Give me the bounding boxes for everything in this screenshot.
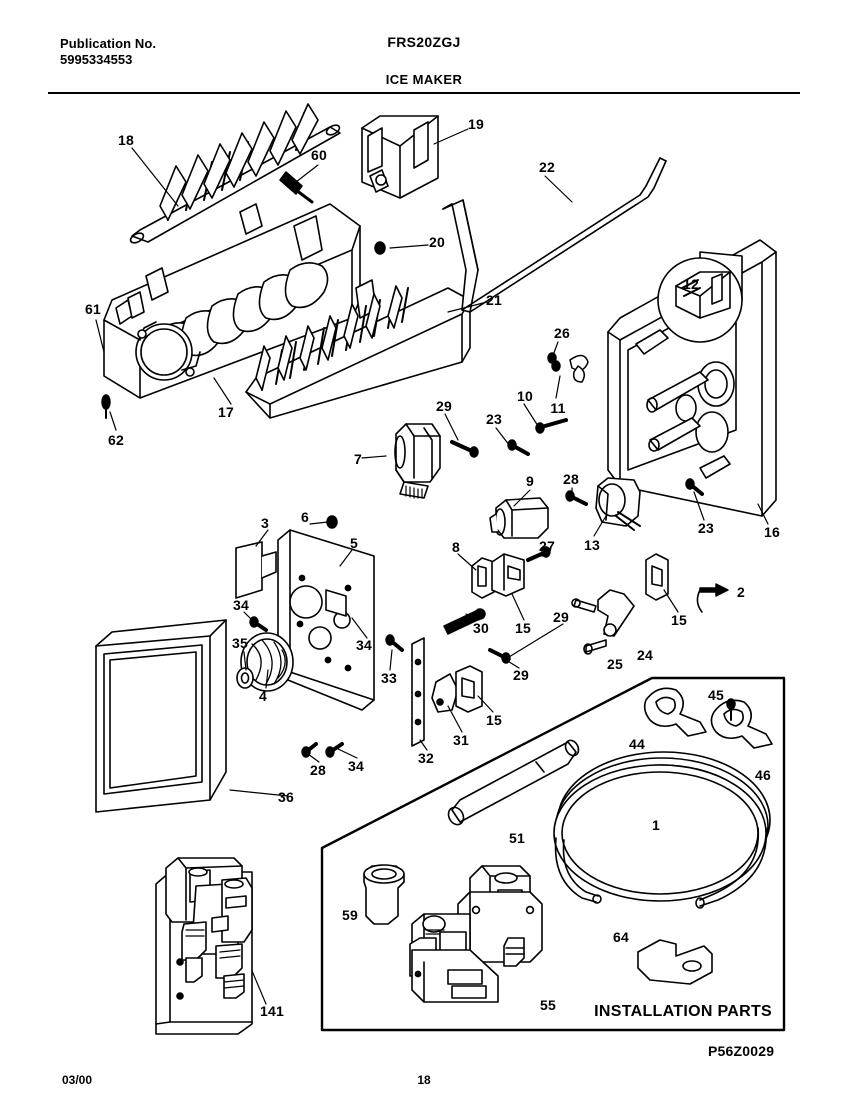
part-callout-1: 1	[652, 817, 660, 833]
part-callout-26: 26	[554, 325, 570, 341]
part-callout-12: 12	[683, 276, 699, 292]
part-callout-20: 20	[429, 234, 445, 250]
part-callout-23: 23	[486, 411, 502, 427]
part-callout-29: 29	[553, 609, 569, 625]
part-callout-44: 44	[629, 736, 645, 752]
part-callout-15: 15	[671, 612, 687, 628]
part-callout-29: 29	[436, 398, 452, 414]
part-callout-7: 7	[354, 451, 362, 467]
part-callout-24: 24	[637, 647, 653, 663]
part-callout-34: 34	[348, 758, 364, 774]
part-callout-31: 31	[453, 732, 469, 748]
part-callout-34: 34	[233, 597, 249, 613]
part-callout-9: 9	[526, 473, 534, 489]
part-callout-30: 30	[473, 620, 489, 636]
part-callout-35: 35	[232, 635, 248, 651]
part-callout-59: 59	[342, 907, 358, 923]
part-callout-33: 33	[381, 670, 397, 686]
publication-label: Publication No.	[60, 36, 157, 51]
part-callout-141: 141	[260, 1003, 284, 1019]
part-callout-45: 45	[708, 687, 724, 703]
part-callout-10: 10	[517, 388, 533, 404]
part-callout-5: 5	[350, 535, 358, 551]
model-number: FRS20ZGJ	[387, 34, 461, 50]
part-callout-46: 46	[755, 767, 771, 783]
part-callout-4: 4	[259, 688, 267, 704]
page-number: 18	[417, 1073, 431, 1087]
part-callout-8: 8	[452, 539, 460, 555]
part-callout-23: 23	[698, 520, 714, 536]
part-callout-29: 29	[513, 667, 529, 683]
part-callout-18: 18	[118, 132, 134, 148]
part-callout-32: 32	[418, 750, 434, 766]
part-callout-22: 22	[539, 159, 555, 175]
part-callout-60: 60	[311, 147, 327, 163]
drawing-code: P56Z0029	[708, 1043, 775, 1059]
part-callout-62: 62	[108, 432, 124, 448]
part-callout-6: 6	[301, 509, 309, 525]
part-callout-15: 15	[515, 620, 531, 636]
part-callout-11: 11	[550, 400, 566, 416]
part-callout-61: 61	[85, 301, 101, 317]
part-callout-3: 3	[261, 515, 269, 531]
part-callout-25: 25	[607, 656, 623, 672]
part-callout-55: 55	[540, 997, 556, 1013]
part-callout-17: 17	[218, 404, 234, 420]
section-title: ICE MAKER	[385, 72, 463, 87]
part-callout-64: 64	[613, 929, 629, 945]
revision-date: 03/00	[62, 1073, 93, 1087]
part-callout-2: 2	[737, 584, 745, 600]
part-callout-28: 28	[563, 471, 579, 487]
part-callout-28: 28	[310, 762, 326, 778]
part-callout-36: 36	[278, 789, 294, 805]
header-divider	[48, 92, 800, 94]
part-callout-51: 51	[509, 830, 525, 846]
publication-number: 5995334553	[60, 52, 133, 67]
installation-parts-title: INSTALLATION PARTS	[594, 1003, 772, 1020]
part-callout-27: 27	[539, 538, 555, 554]
part-callout-34: 34	[356, 637, 372, 653]
part-callout-21: 21	[486, 292, 502, 308]
part-callout-15: 15	[486, 712, 502, 728]
part-callout-19: 19	[468, 116, 484, 132]
part-callout-16: 16	[764, 524, 780, 540]
part-callout-13: 13	[584, 537, 600, 553]
